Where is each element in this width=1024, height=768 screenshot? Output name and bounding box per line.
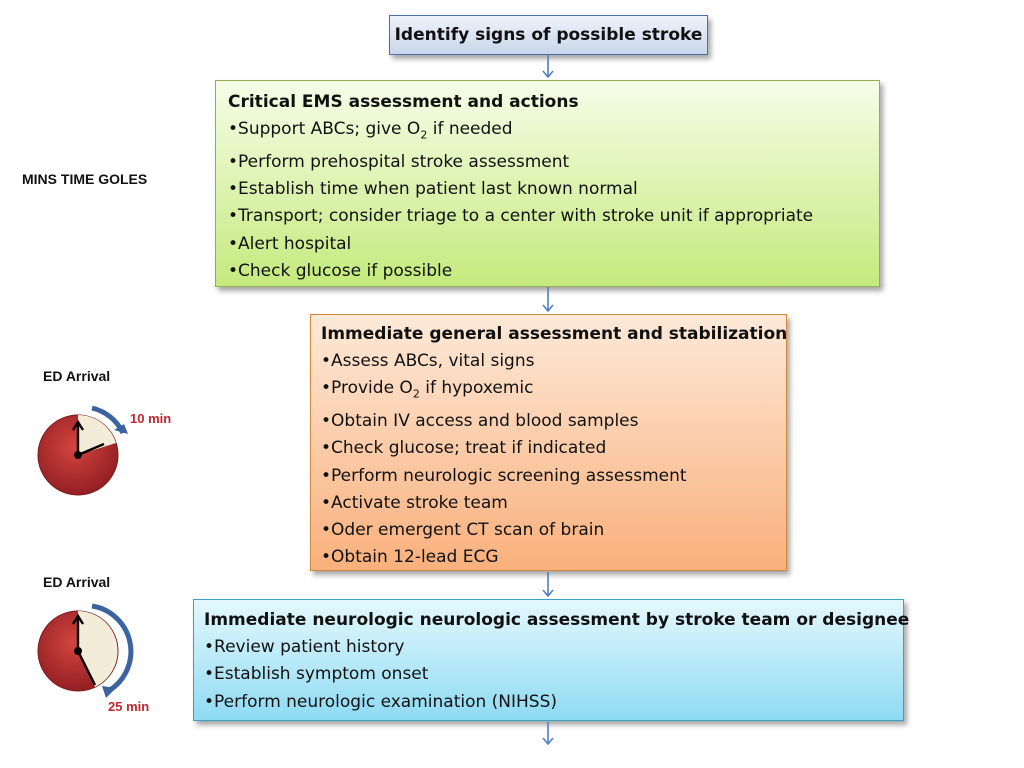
list-item: •Transport; consider triage to a center … xyxy=(228,206,814,227)
ed-arrival-label-2: ED Arrival xyxy=(43,574,111,590)
ems-box-title: Critical EMS assessment and actions xyxy=(228,92,579,112)
list-item: •Establish time when patient last known … xyxy=(228,178,638,199)
list-item: •Perform prehospital stroke assessment xyxy=(228,151,570,172)
list-item: •Provide O2 if hypoxemic xyxy=(321,378,534,401)
list-item: •Activate stroke team xyxy=(321,492,508,513)
list-item: •Obtain IV access and blood samples xyxy=(321,410,639,431)
list-item: •Oder emergent CT scan of brain xyxy=(321,520,605,541)
list-item: •Check glucose if possible xyxy=(228,260,453,281)
general-assessment-box: Immediate general assessment and stabili… xyxy=(310,314,787,571)
identify-stroke-box: Identify signs of possible stroke xyxy=(389,15,708,55)
mins-time-goals-label: MINS TIME GOLES xyxy=(22,171,148,187)
clock-1-minutes-label: 10 min xyxy=(130,411,172,426)
clock-25-min-icon xyxy=(37,603,134,698)
list-item: •Assess ABCs, vital signs xyxy=(321,351,535,371)
list-item: •Alert hospital xyxy=(228,233,352,254)
list-item: •Review patient history xyxy=(204,637,405,657)
list-item: •Check glucose; treat if indicated xyxy=(321,438,607,459)
connector-arrow-1 xyxy=(542,55,554,79)
list-item: •Perform neurologic examination (NIHSS) xyxy=(204,691,558,712)
neuro-item-list: •Review patient history •Establish sympt… xyxy=(204,634,903,716)
general-box-title: Immediate general assessment and stabili… xyxy=(321,324,788,344)
connector-arrow-3 xyxy=(542,572,554,598)
clock-2-minutes-label: 25 min xyxy=(108,699,150,714)
list-item: •Obtain 12-lead ECG xyxy=(321,547,499,568)
clock-10-min-icon xyxy=(37,405,128,496)
ems-assessment-box: Critical EMS assessment and actions •Sup… xyxy=(215,80,880,287)
ems-item-list: •Support ABCs; give O2 if needed •Perfor… xyxy=(228,116,879,285)
connector-arrow-4 xyxy=(542,722,554,746)
neuro-box-title: Immediate neurologic neurologic assessme… xyxy=(204,610,910,630)
general-item-list: •Assess ABCs, vital signs •Provide O2 if… xyxy=(321,348,786,572)
list-item: •Establish symptom onset xyxy=(204,664,429,685)
identify-stroke-label: Identify signs of possible stroke xyxy=(394,25,703,45)
connector-arrow-2 xyxy=(542,287,554,313)
list-item: •Perform neurologic screening assessment xyxy=(321,465,687,486)
ed-arrival-label-1: ED Arrival xyxy=(43,368,111,384)
neurologic-assessment-box: Immediate neurologic neurologic assessme… xyxy=(193,599,910,721)
list-item: •Support ABCs; give O2 if needed xyxy=(228,119,513,142)
